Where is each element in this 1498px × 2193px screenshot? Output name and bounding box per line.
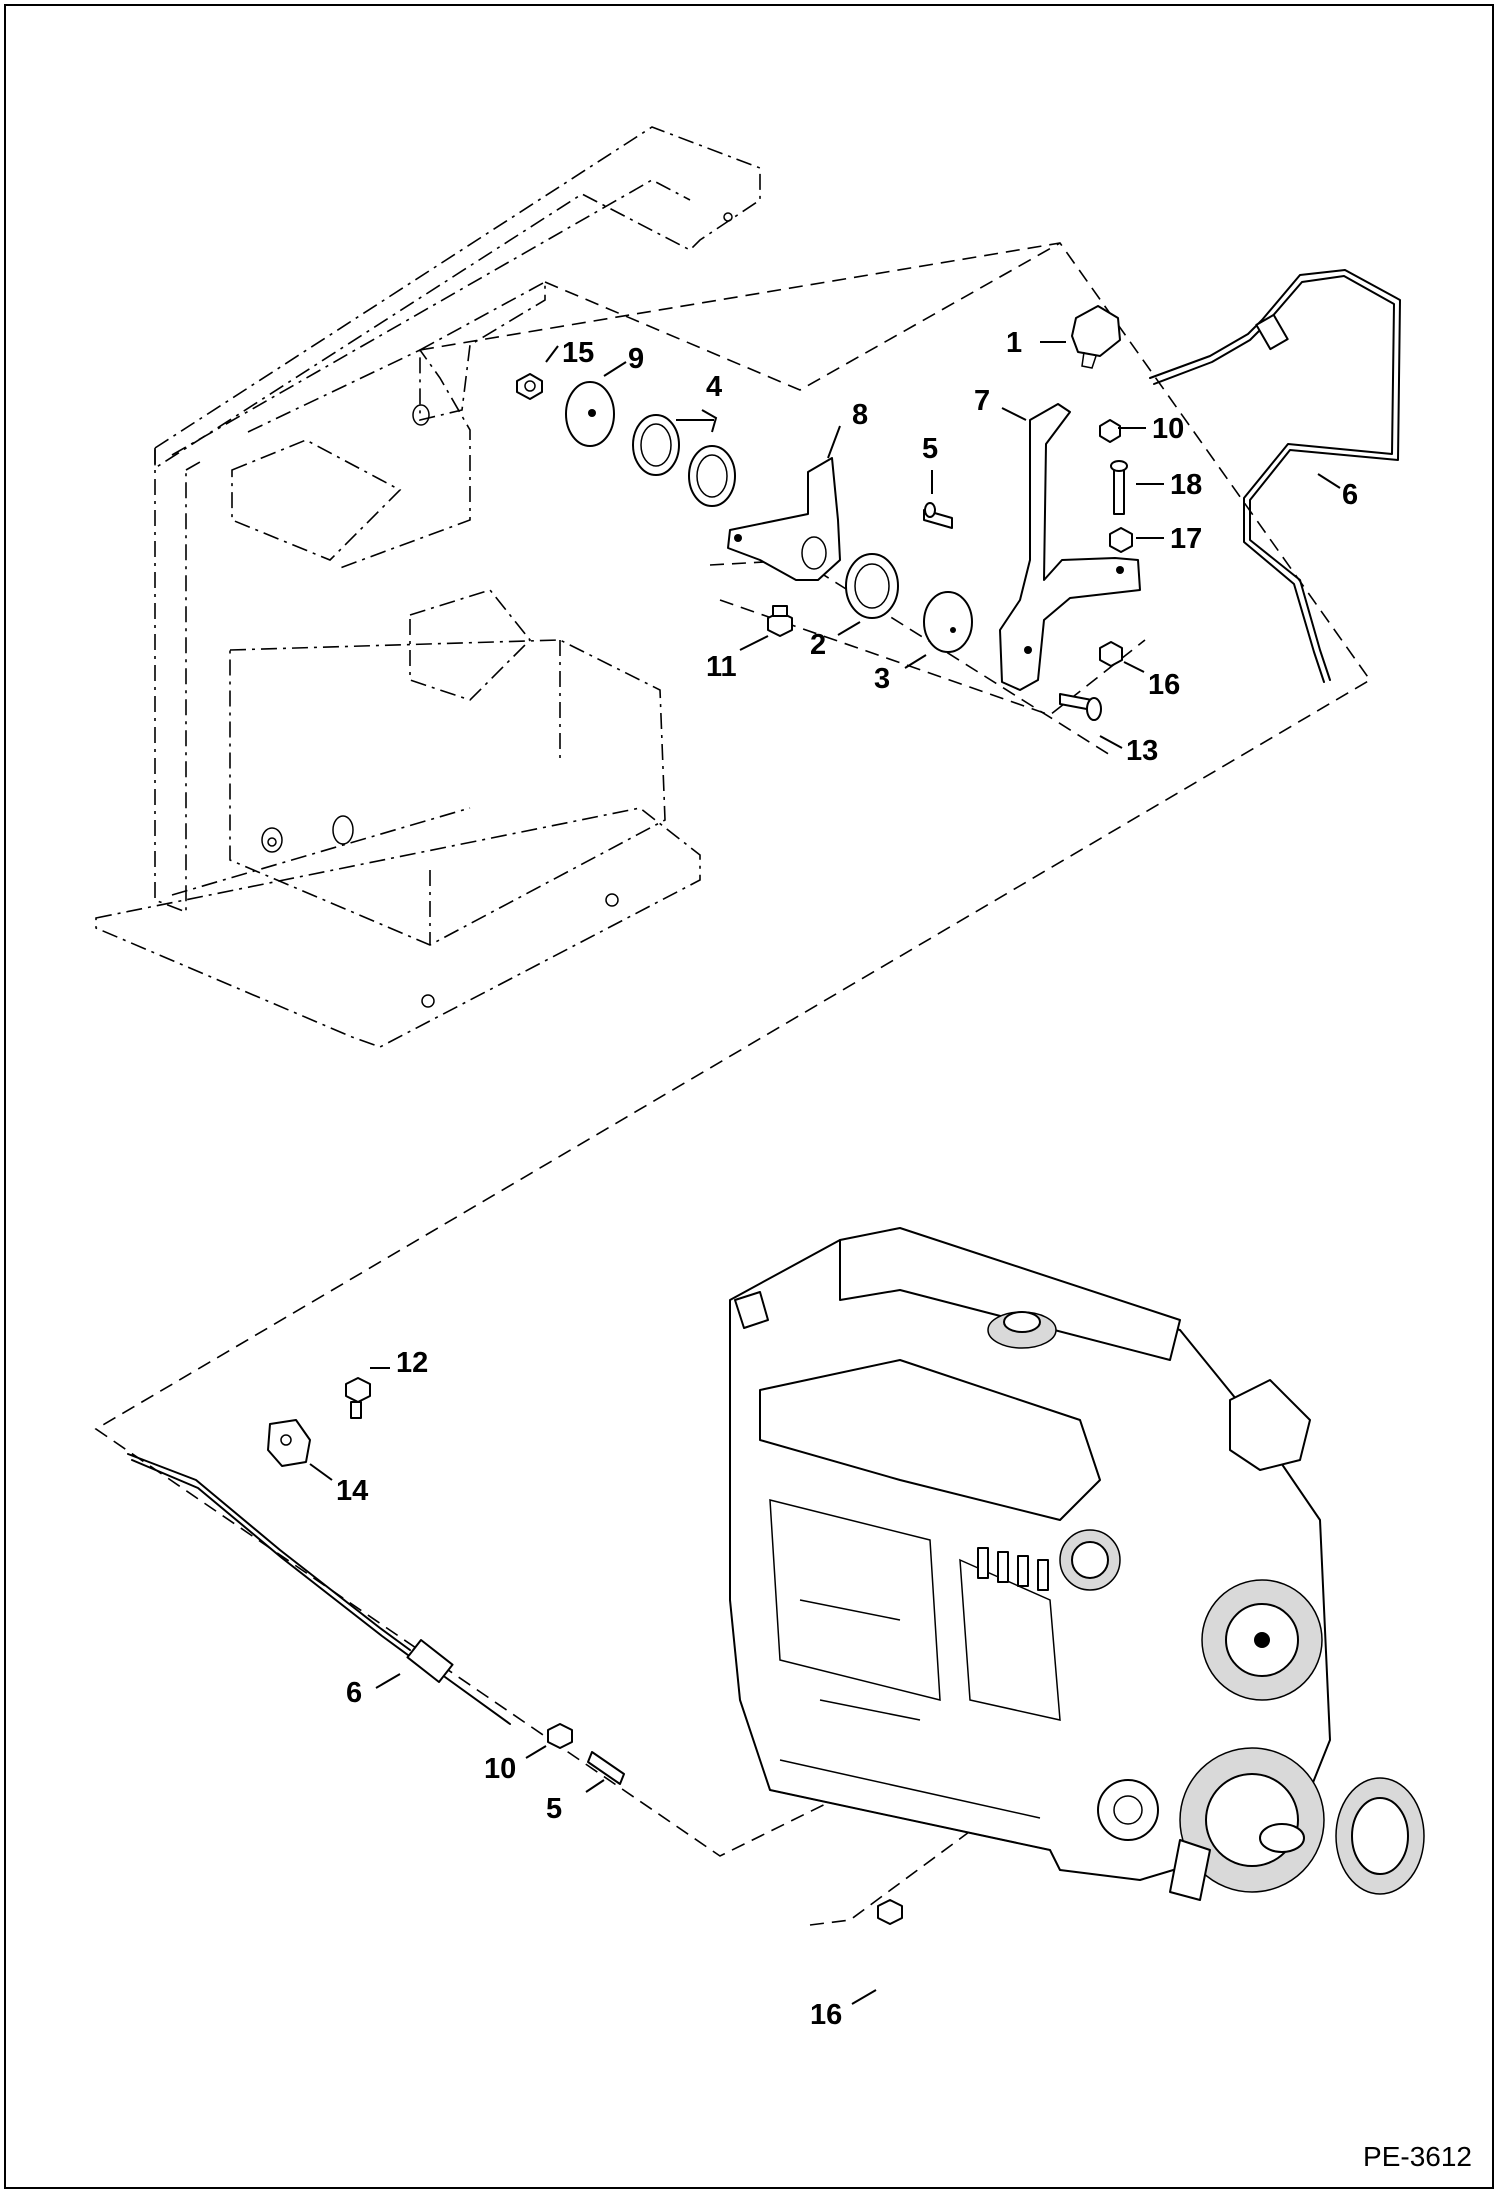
callout-10-lower: 10	[484, 1753, 516, 1785]
part-2-washer	[845, 553, 899, 619]
callout-8: 8	[852, 399, 868, 431]
part-7-throttle-lever	[999, 403, 1141, 691]
part-5-cable-pin-upper	[923, 502, 953, 529]
figure-reference-id: PE-3612	[1363, 2141, 1472, 2172]
part-14-cable-clamp	[267, 1419, 311, 1467]
part-9-friction-disc	[565, 381, 615, 447]
part-8-bracket	[727, 457, 841, 581]
mounting-frame	[95, 126, 761, 1048]
part-17-nut	[1109, 527, 1133, 553]
part-16-nut-lower	[877, 1899, 903, 1925]
callout-14: 14	[336, 1475, 368, 1507]
callout-11: 11	[706, 651, 737, 683]
engine-assembly	[729, 1227, 1425, 1901]
part-10-nut-lower	[547, 1723, 573, 1749]
callout-6-upper: 6	[1342, 479, 1358, 511]
part-3-friction-disc	[923, 591, 973, 653]
callout-5-lower: 5	[546, 1793, 562, 1825]
callout-labels: 1 2 3 4 5 5 6 6 7 8 9 10 10	[309, 327, 1358, 2031]
callout-7: 7	[974, 385, 990, 417]
callout-17: 17	[1170, 523, 1202, 555]
callout-5-upper: 5	[922, 433, 938, 465]
part-6-cable-lower	[127, 1453, 511, 1725]
part-4-wave-washers	[632, 414, 736, 507]
callout-12: 12	[396, 1347, 428, 1379]
callout-15: 15	[562, 337, 594, 369]
callout-16-upper: 16	[1148, 669, 1180, 701]
part-18-bolt	[1110, 460, 1128, 515]
callout-16-lower: 16	[810, 1999, 842, 2031]
sheet-border	[4, 4, 1494, 2189]
callout-4: 4	[706, 371, 722, 403]
callout-2: 2	[810, 629, 826, 661]
callout-18: 18	[1170, 469, 1202, 501]
part-12-bolt	[345, 1377, 371, 1419]
part-15-nut	[516, 373, 543, 400]
callout-9: 9	[628, 343, 644, 375]
callout-3: 3	[874, 663, 890, 695]
callout-1: 1	[1006, 327, 1022, 359]
part-5-cable-pin-lower	[587, 1751, 625, 1785]
part-11-bolt	[767, 605, 793, 637]
part-16-nut-upper	[1099, 641, 1123, 667]
part-6-cable-upper	[1149, 269, 1401, 683]
callout-6-lower: 6	[346, 1677, 362, 1709]
part-10-nut-upper	[1099, 419, 1121, 443]
part-1-knob	[1071, 305, 1121, 369]
callout-13: 13	[1126, 735, 1158, 767]
part-13-bolt	[1059, 693, 1102, 721]
callout-10-upper: 10	[1152, 413, 1184, 445]
